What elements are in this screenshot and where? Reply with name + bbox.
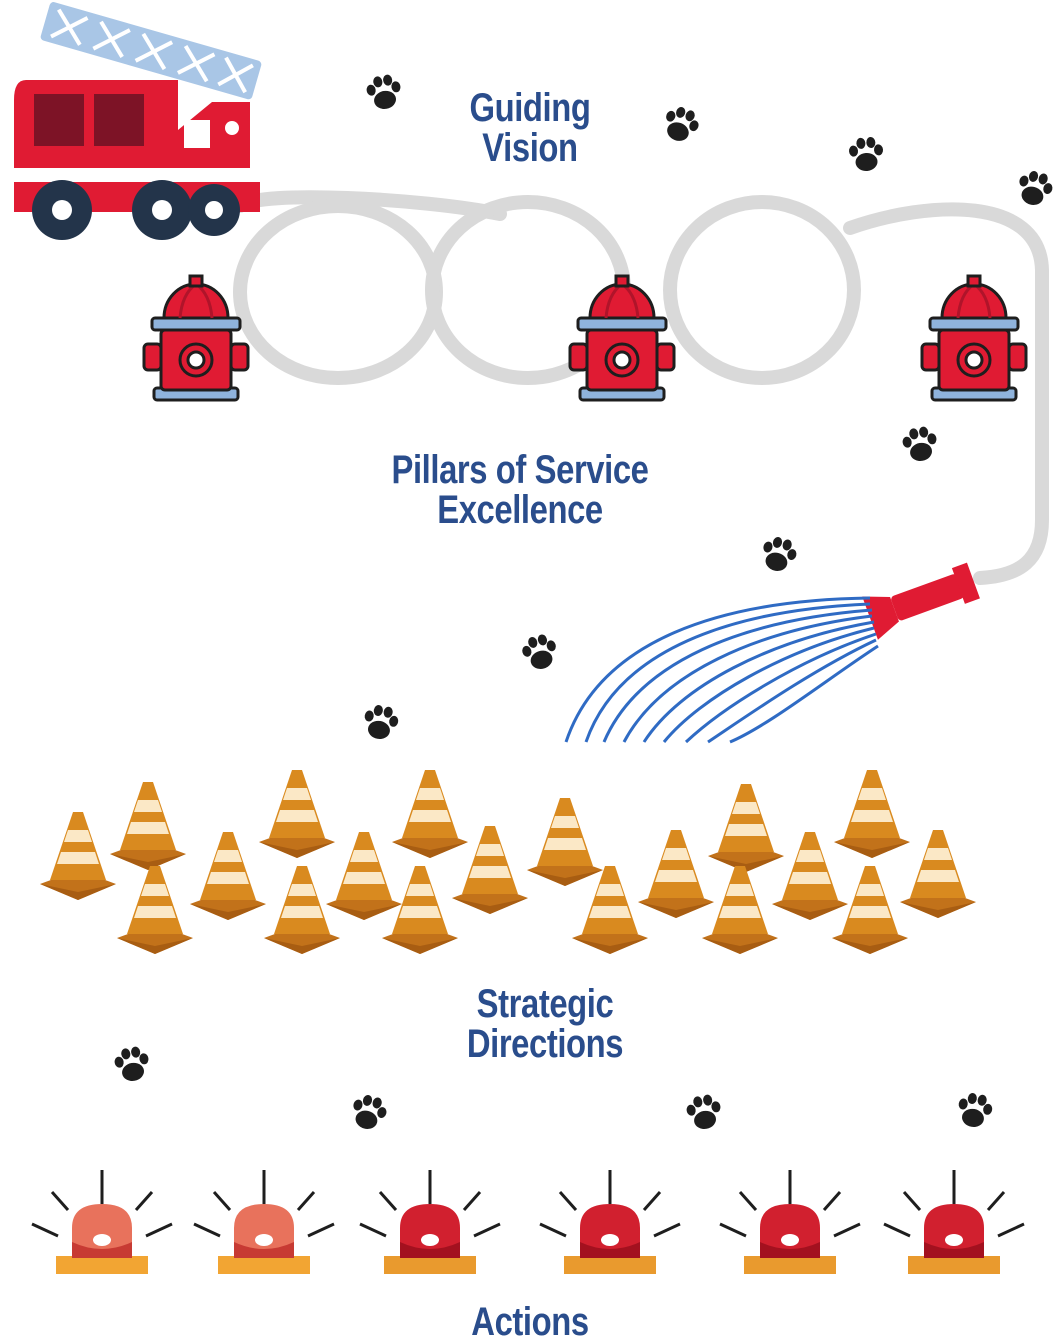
traffic-cone-icon	[772, 832, 848, 920]
water-spray	[564, 596, 879, 744]
paw-print-icon	[364, 72, 404, 112]
paw-print-icon	[758, 533, 800, 576]
siren-light-icon	[358, 1168, 502, 1276]
traffic-cone-icon	[708, 784, 784, 872]
traffic-cone-icon	[900, 830, 976, 918]
paw-print-icon	[348, 1091, 390, 1134]
paw-print-icon	[684, 1092, 724, 1132]
fire-hydrant-icon	[568, 274, 676, 402]
siren-light-icon	[718, 1168, 862, 1276]
label-line: Directions	[466, 1022, 624, 1066]
traffic-cone-icon	[259, 770, 335, 858]
siren-light-icon	[30, 1168, 174, 1276]
hose	[233, 190, 1049, 585]
cones-group	[40, 770, 976, 954]
strategic-directions-label: Strategic Directions	[434, 984, 655, 1064]
label-line: Strategic	[476, 982, 614, 1026]
actions-label: Actions	[448, 1302, 612, 1342]
traffic-cone-icon	[527, 798, 603, 886]
paw-print-icon	[519, 631, 561, 673]
siren-light-icon	[538, 1168, 682, 1276]
traffic-cone-icon	[40, 812, 116, 900]
label-line: Excellence	[437, 488, 603, 532]
siren-light-icon	[882, 1168, 1026, 1276]
traffic-cone-icon	[702, 866, 778, 954]
pillars-label: Pillars of Service Excellence	[364, 450, 676, 530]
traffic-cone-icon	[117, 866, 193, 954]
hose-nozzle-icon	[862, 562, 980, 640]
paw-print-icon	[361, 702, 401, 742]
fire-hydrant-icon	[920, 274, 1028, 402]
paw-print-icon	[900, 424, 940, 464]
traffic-cone-icon	[834, 770, 910, 858]
paw-print-icon	[1014, 167, 1056, 210]
traffic-cone-icon	[264, 866, 340, 954]
label-line: Guiding	[469, 86, 591, 130]
traffic-cone-icon	[326, 832, 402, 920]
label-line: Vision	[482, 126, 578, 170]
label-line: Actions	[471, 1300, 589, 1344]
traffic-cone-icon	[832, 866, 908, 954]
traffic-cone-icon	[382, 866, 458, 954]
paw-print-icon	[659, 102, 703, 147]
traffic-cone-icon	[392, 770, 468, 858]
fire-truck-icon	[14, 2, 262, 240]
paw-print-icon	[112, 1044, 152, 1084]
sirens-group	[30, 1168, 1026, 1276]
paw-print-icon	[955, 1090, 995, 1130]
guiding-vision-label: Guiding Vision	[440, 88, 620, 168]
siren-light-icon	[192, 1168, 336, 1276]
traffic-cone-icon	[190, 832, 266, 920]
fire-hydrant-icon	[142, 274, 250, 402]
label-line: Pillars of Service	[391, 448, 649, 492]
traffic-cone-icon	[452, 826, 528, 914]
paw-print-icon	[847, 136, 885, 173]
traffic-cone-icon	[572, 866, 648, 954]
traffic-cone-icon	[110, 782, 186, 870]
traffic-cone-icon	[638, 830, 714, 918]
